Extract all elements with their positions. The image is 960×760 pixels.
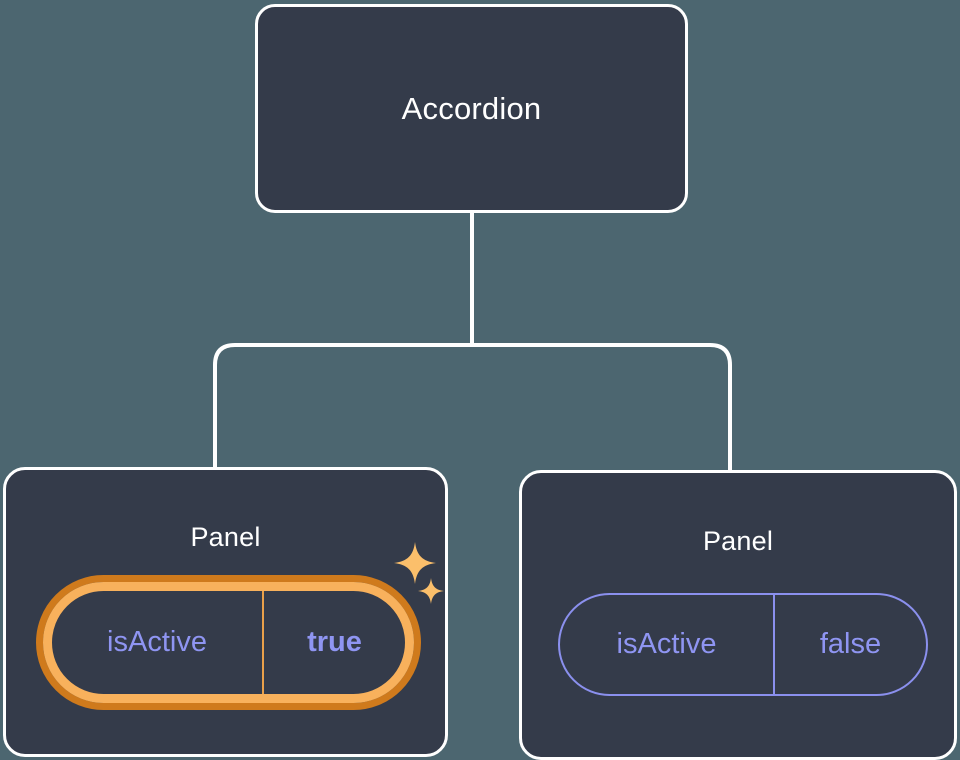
node-panel-right[interactable]: Panel isActive false (519, 470, 957, 760)
node-panel-right-title: Panel (702, 526, 774, 556)
prop-value-label: true (307, 626, 362, 658)
edge-to-right-panel (472, 343, 732, 472)
component-tree-canvas: Accordion Panel isActive true Panel isAc… (3, 4, 957, 760)
prop-key-label: isActive (52, 591, 264, 694)
prop-value-label: false (819, 628, 882, 660)
sparkle-small-icon (418, 578, 444, 604)
prop-badge-isactive[interactable]: isActive false (558, 593, 928, 696)
edge-to-left-panel (213, 343, 472, 470)
node-panel-left-title: Panel (190, 522, 261, 552)
node-accordion[interactable]: Accordion (255, 4, 688, 213)
prop-badge-inner: isActive true (52, 591, 405, 694)
sparkle-large-icon (394, 542, 436, 584)
prop-badge-isactive-highlighted[interactable]: isActive true (36, 575, 421, 710)
node-accordion-title: Accordion (401, 91, 542, 126)
node-panel-left[interactable]: Panel isActive true (3, 467, 448, 757)
prop-key-label: isActive (560, 595, 775, 694)
highlight-ring-inner (43, 582, 414, 703)
